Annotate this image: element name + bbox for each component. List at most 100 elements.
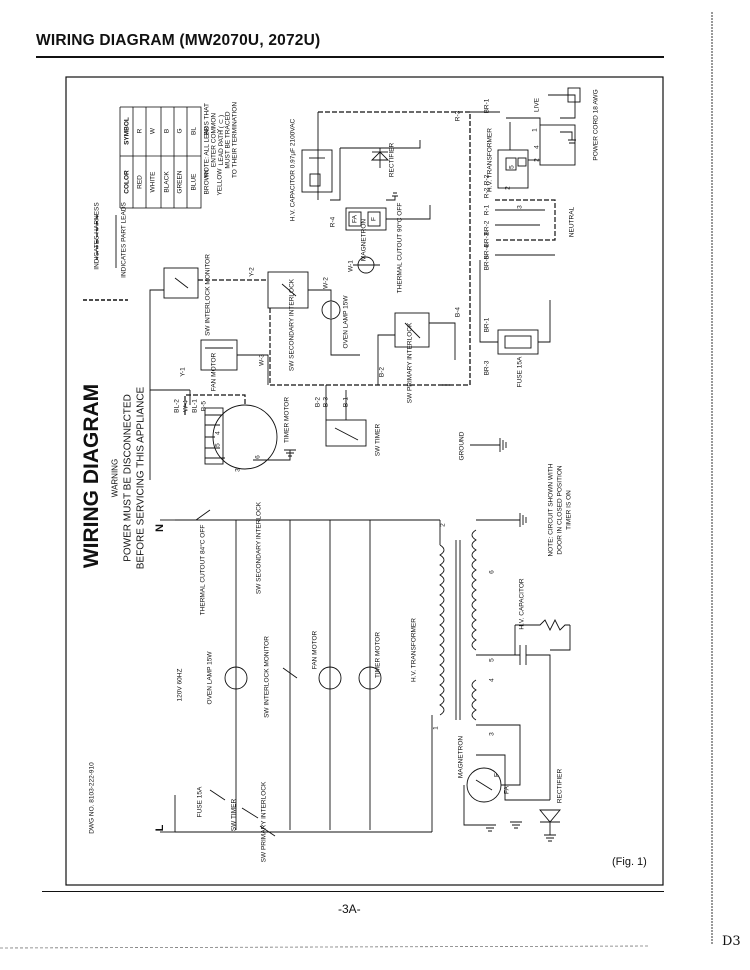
table-cell-color: WHITE (149, 171, 157, 193)
terminal-number: 2 (439, 523, 447, 527)
wire-tag: BR-3 (483, 360, 491, 376)
note-leads-line: NOTE: ALL LEADS THAT (203, 103, 211, 177)
footer-rule (42, 891, 664, 892)
corner-mark: D3 (722, 934, 741, 949)
wire-tag: B-5 (200, 400, 208, 412)
wire-tag: B-3 (322, 396, 330, 408)
terminal-number: 4 (533, 145, 541, 149)
dwg-number: DWG NO. 8103-222-910 (88, 762, 96, 834)
wire-tag: BR-5 (483, 255, 491, 271)
note-leads-line: TO THEIR TERMINATION (231, 101, 239, 179)
table-cell-symbol: B (163, 128, 171, 134)
label-sw-timer-schematic: SW TIMER (230, 798, 238, 832)
label-primary-interlock-schematic: SW PRIMARY INTERLOCK (260, 781, 268, 863)
label-n: N (154, 524, 166, 532)
wire-tag: R-2 (483, 187, 491, 199)
circuit-note-line: DOOR IN CLOSED POSITION (556, 465, 564, 555)
scan-bottom-mark (0, 945, 651, 949)
legend-harness-text: INDICATES HARNESS (93, 202, 101, 270)
terminal-number: 2 (504, 186, 512, 190)
terminal-number: 3 (234, 468, 242, 472)
circuit-note-line: TIMER IS ON (565, 490, 573, 530)
label-oven-lamp: OVEN LAMP 15W (342, 295, 350, 349)
diagram-title: WIRING DIAGRAM (80, 383, 103, 569)
warning-label: WARNING (110, 458, 120, 498)
circuit-note-line: NOTE: CIRCUIT SHOWN WITH (547, 463, 555, 557)
terminal-number: 1 (432, 726, 440, 730)
terminal-number: 5 (488, 658, 496, 662)
label-interlock-monitor-schematic: SW INTERLOCK MONITOR (263, 636, 271, 718)
label-timer-motor: TIMER MOTOR (283, 396, 291, 444)
wire-tag: B-2 (378, 366, 386, 378)
wire-tag: W-1 (347, 260, 355, 272)
wire-tag: BR-1 (483, 98, 491, 114)
label-f: F (370, 217, 378, 221)
wire-tag: Y-1 (179, 367, 187, 377)
wire-tag: W-2 (322, 277, 330, 289)
label-live: LIVE (533, 97, 541, 113)
terminal-number: 2 (533, 158, 541, 162)
terminal-number: 5 (508, 165, 516, 169)
table-header-color: COLOR (123, 170, 131, 194)
wire-tag: BL-1 (191, 399, 199, 413)
page-header-title: WIRING DIAGRAM (MW2070U, 2072U) (36, 32, 321, 49)
table-cell-color: BLUE (190, 173, 198, 191)
label-thermal-84: THERMAL CUTOUT 84°C OFF (199, 524, 207, 616)
legend-part-leads-text: INDICATES PART LEADS (120, 202, 128, 278)
wire-tag: R-3 (454, 110, 462, 122)
terminal-number: 4 (214, 431, 222, 435)
wire-tag: B-1 (342, 396, 350, 408)
diagram-frame (65, 76, 664, 886)
page-number: -3A- (338, 902, 361, 916)
warning-line-2: BEFORE SERVICING THIS APPLIANCE (135, 386, 147, 570)
label-fa: FA (351, 215, 359, 223)
label-hv-capacitor-schematic: H.V. CAPACITOR (518, 578, 526, 630)
label-secondary-interlock: SW SECONDARY INTERLOCK (288, 278, 296, 372)
wire-tag: W-4 (182, 400, 190, 412)
table-cell-symbol: G (176, 128, 184, 134)
label-primary-interlock: SW PRIMARY INTERLOCK (406, 322, 414, 404)
label-fuse: FUSE 15A (516, 356, 524, 388)
terminal-number: 3 (488, 732, 496, 736)
label-ground: GROUND (458, 431, 466, 461)
wire-tag: Y-2 (248, 267, 256, 277)
table-header-symbol: SYMBOL (123, 117, 131, 145)
terminal-number: 4 (488, 678, 496, 682)
label-120v: 120V 60HZ (176, 668, 184, 702)
table-cell-symbol: BL (190, 127, 198, 135)
wire-tag: R-2 (483, 174, 491, 186)
figure-label: (Fig. 1) (612, 856, 647, 868)
label-interlock-monitor: SW INTERLOCK MONITOR (204, 254, 212, 336)
label-rectifier-schematic: RECTIFIER (556, 768, 564, 804)
terminal-number: 6 (254, 455, 262, 459)
wire-tag: R-4 (329, 216, 337, 228)
table-cell-color: GREEN (176, 170, 184, 194)
terminal-number: 6 (488, 570, 496, 574)
table-cell-symbol: R (136, 128, 144, 134)
wire-tag: BR-1 (483, 317, 491, 333)
label-thermal-90: THERMAL CUTOUT 90°C OFF (396, 202, 404, 294)
warning-line-1: POWER MUST BE DISCONNECTED (122, 394, 134, 562)
wire-tag: W-3 (258, 354, 266, 366)
label-sw-timer: SW TIMER (374, 423, 382, 457)
label-power-cord: POWER CORD 18 AWG (592, 89, 600, 161)
terminal-number: 5 (214, 443, 222, 447)
label-l: L (154, 824, 166, 832)
label-hv-transformer-schematic: H.V. TRANSFORMER (410, 618, 418, 682)
label-magnetron-schematic: MAGNETRON (457, 735, 465, 779)
label-magnetron: MAGNETRON (360, 218, 368, 262)
pictorial-wiring (149, 87, 581, 480)
label-fan-motor-schematic: FAN MOTOR (311, 630, 319, 670)
color-table (119, 106, 202, 209)
table-cell-color: BLACK (163, 171, 171, 193)
terminal-number: 1 (531, 128, 539, 132)
wire-tag: R-1 (483, 204, 491, 216)
label-f-schematic: F (493, 773, 501, 777)
label-fuse-schematic: FUSE 15A (196, 786, 204, 818)
table-cell-symbol: W (149, 127, 157, 135)
label-secondary-interlock-schematic: SW SECONDARY INTERLOCK (255, 501, 263, 595)
label-fa-schematic: FA (503, 786, 511, 794)
wire-tag: B-4 (454, 306, 462, 318)
